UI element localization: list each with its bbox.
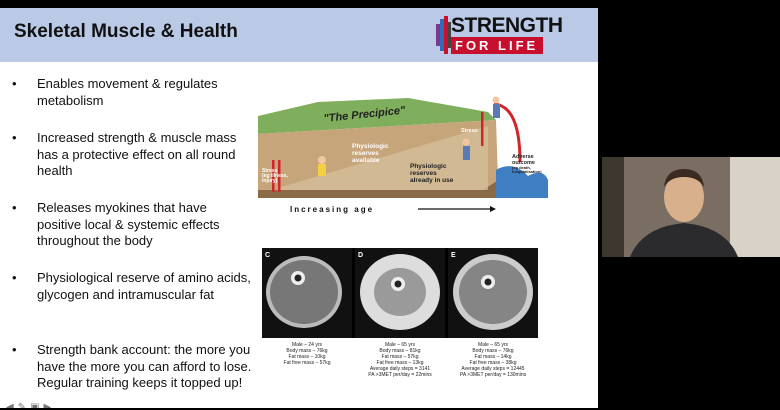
mri-caption-d: Male – 65 yrs Body mass – 81kg Fat mass … — [368, 342, 432, 378]
pen-icon[interactable]: ✎ — [17, 402, 27, 408]
stress-arrow-left — [272, 160, 275, 192]
mri-caption-e: Male – 65 yrs Body mass – 76kg Fat mass … — [459, 342, 527, 378]
young-person-icon — [318, 156, 326, 164]
slide-header: Skeletal Muscle & Health STRENGTH FOR LI… — [0, 8, 598, 62]
stress-arrow-right — [481, 112, 484, 146]
strength-for-life-logo: STRENGTH FOR LIFE — [436, 14, 563, 58]
cliff-base — [258, 180, 503, 198]
reserves-available-label: Physiologic reserves available — [352, 143, 390, 164]
speaker-hair — [664, 169, 704, 187]
precipice-illustration: "The Precipice" Physiologic reserves ava… — [258, 96, 548, 214]
svg-text:C: C — [265, 252, 270, 259]
logo-sub: FOR LIFE — [451, 37, 543, 54]
old-person-icon — [462, 138, 470, 146]
barbell-logo-icon — [436, 16, 452, 54]
mri-scans: C D E — [262, 248, 538, 338]
age-slope — [278, 126, 488, 190]
stress-left-label: Stress (eg illness, injury) — [262, 168, 289, 184]
svg-text:D: D — [358, 252, 363, 259]
background-door — [730, 157, 780, 257]
slide-controls: ◀ ✎ ▣ ▶ — [6, 402, 51, 408]
stress-arrow-left-2 — [278, 160, 281, 192]
bullet-item: Physiological reserve of amino acids, gl… — [12, 270, 252, 303]
bullet-item: Strength bank account: the more you have… — [12, 342, 252, 392]
previous-slide-icon[interactable]: ◀ — [6, 402, 14, 408]
reserves-in-use-label: Physiologic reserves already in use — [410, 163, 454, 184]
grass-top — [258, 98, 496, 134]
old-person-edge-icon — [492, 96, 500, 104]
logo-word: STRENGTH — [451, 14, 563, 37]
bullet-item: Increased strength & muscle mass has a p… — [12, 130, 252, 180]
bullet-item: Releases myokines that have positive loc… — [12, 200, 252, 250]
mri-caption-c: Male – 24 yrs Body mass – 76kg Fat mass … — [283, 342, 331, 366]
stress-right-label: Stress — [461, 128, 478, 134]
bullet-item: Enables movement & regulates metabolism — [12, 76, 252, 109]
slides-menu-icon[interactable]: ▣ — [30, 402, 40, 408]
speaker-shirt — [630, 223, 738, 257]
age-axis-label: Increasing age — [290, 205, 374, 214]
sea-wave — [496, 166, 548, 198]
webcam-feed — [602, 157, 780, 257]
slide-title: Skeletal Muscle & Health — [14, 21, 238, 42]
speaker-face — [664, 172, 704, 222]
presentation-slide: Skeletal Muscle & Health STRENGTH FOR LI… — [0, 8, 598, 408]
next-slide-icon[interactable]: ▶ — [43, 402, 52, 408]
svg-text:E: E — [451, 252, 456, 259]
adverse-outcome-label: Adverse outcome (eg death, hospitalisati… — [512, 154, 542, 174]
